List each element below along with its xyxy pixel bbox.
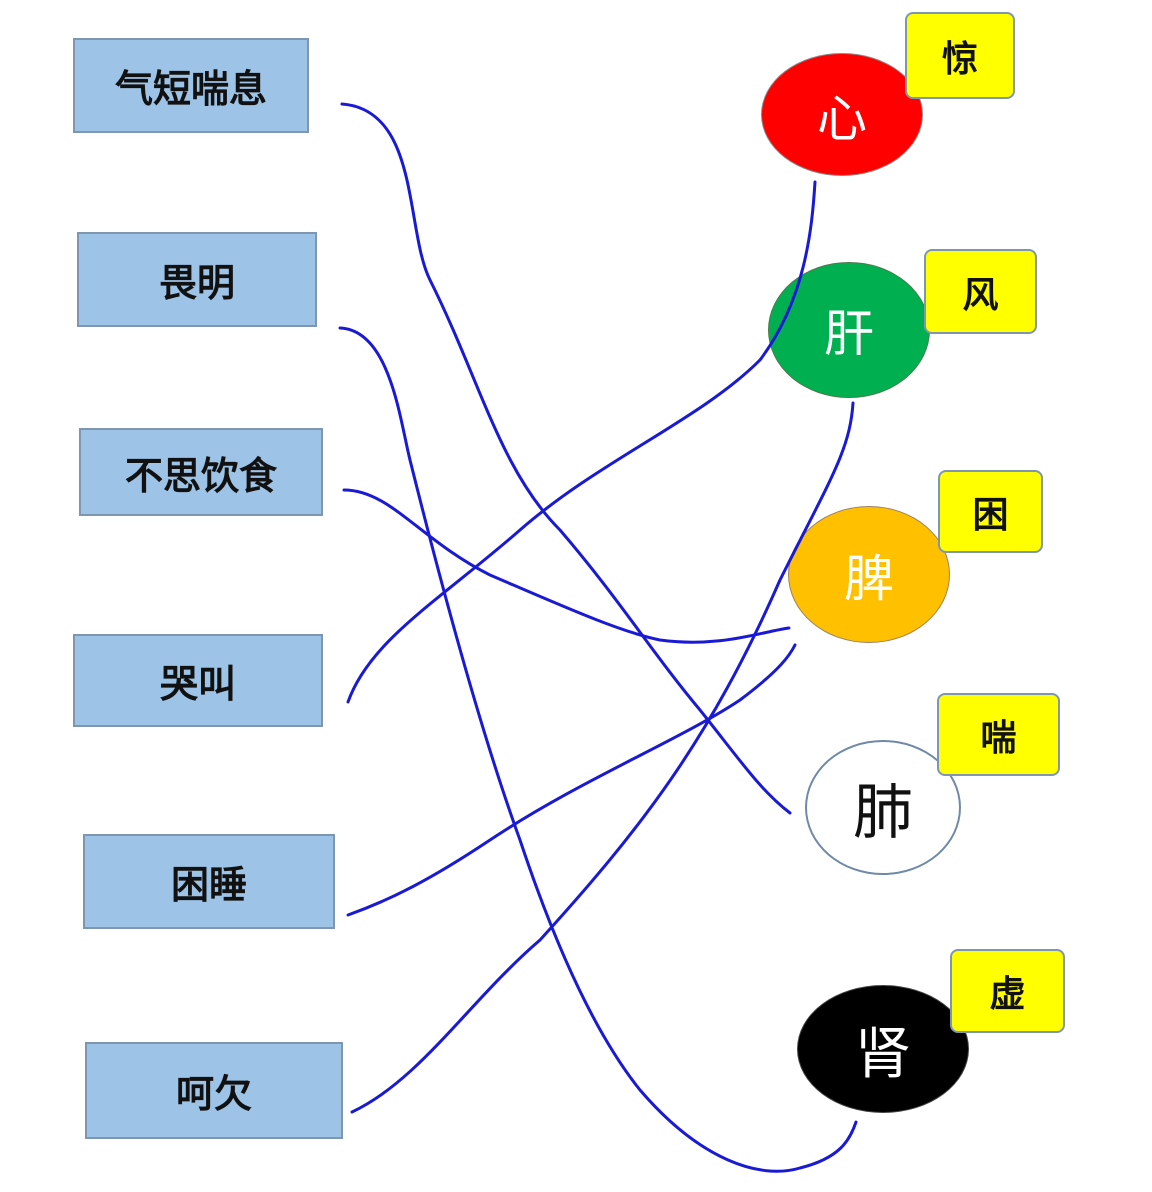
- connection-line-sleepy-to-spleen: [346, 643, 797, 917]
- symptom-box-photophobia: 畏明: [77, 232, 317, 327]
- tag-deficiency: 虚: [950, 949, 1065, 1033]
- connection-line-breath-to-lung: [340, 102, 792, 815]
- connection-line-appetite-to-spleen: [342, 488, 791, 644]
- organ-liver: 肝: [768, 262, 930, 398]
- tag-wind: 风: [924, 249, 1037, 334]
- symptom-box-crying: 哭叫: [73, 634, 323, 727]
- organ-kidney: 肾: [797, 985, 969, 1113]
- symptom-box-no-appetite: 不思饮食: [79, 428, 323, 516]
- connection-line-crying-to-heart: [346, 180, 817, 704]
- tag-wheeze: 喘: [937, 693, 1060, 776]
- tag-fright: 惊: [905, 12, 1015, 99]
- symptom-box-yawning: 呵欠: [85, 1042, 343, 1139]
- symptom-box-shortness-of-breath: 气短喘息: [73, 38, 309, 133]
- symptom-box-sleepiness: 困睡: [83, 834, 335, 929]
- connection-line-yawning-to-liver: [350, 401, 855, 1114]
- organ-spleen: 脾: [788, 506, 950, 643]
- tag-fatigue: 困: [938, 470, 1043, 553]
- connection-line-photophobia-to-kidney: [338, 326, 858, 1173]
- organ-heart: 心: [761, 53, 923, 176]
- organ-lung: 肺: [805, 740, 961, 875]
